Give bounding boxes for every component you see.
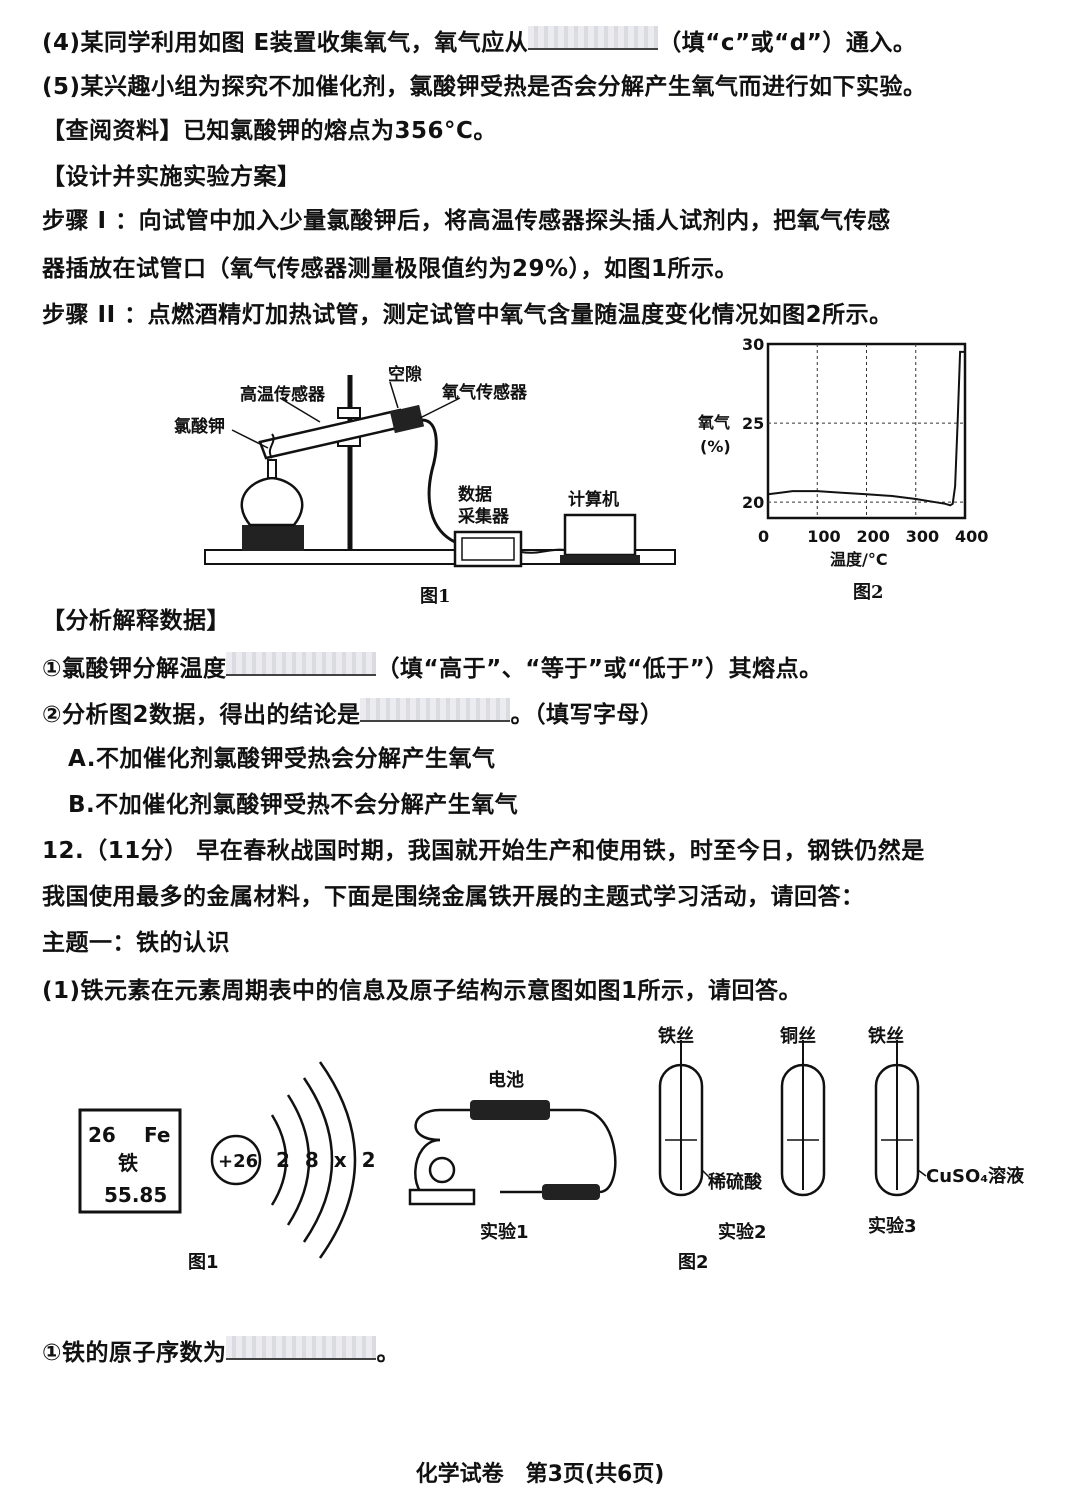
a1-blank[interactable] (226, 652, 377, 676)
fig1-bottom-caption: 图1 (188, 1252, 219, 1273)
atom-nucleus: +26 (218, 1151, 258, 1172)
x-axis-label: 温度/°C (829, 550, 888, 569)
x-tick-label: 400 (955, 527, 988, 546)
fig1-caption: 图1 (420, 586, 451, 607)
step2-line: 步骤 II ：点燃酒精灯加热试管，测定试管中氧气含量随温度变化情况如图2所示。 (42, 302, 893, 328)
element-mass: 55.85 (104, 1183, 167, 1207)
x-tick-label: 100 (807, 527, 840, 546)
step1-line1: 步骤 I ：向试管中加入少量氯酸钾后，将高温传感器探头插人试剂内，把氧气传感 (42, 208, 891, 234)
info-header: 【查阅资料】已知氯酸钾的熔点为356°C。 (42, 118, 497, 144)
q4-line: (4)某同学利用如图 E装置收集氧气，氧气应从（填“c”或“d”）通入。 (42, 26, 916, 58)
label-data-collector-1: 数据 (458, 484, 492, 505)
label-gap: 空隙 (388, 364, 422, 385)
battery-label: 电池 (488, 1069, 524, 1091)
label-kclo3: 氯酸钾 (174, 416, 225, 437)
x-tick-label: 0 (758, 527, 769, 546)
y-axis-label-2: (%) (700, 437, 731, 456)
element-symbol: Fe (144, 1123, 170, 1147)
exp3-caption: 实验3 (868, 1215, 917, 1237)
t1-q1-line: (1)铁元素在元素周期表中的信息及原子结构示意图如图1所示，请回答。 (42, 978, 803, 1004)
q5-line: (5)某兴趣小组为探究不加催化剂，氯酸钾受热是否会分解产生氧气而进行如下实验。 (42, 74, 927, 100)
final-answer-line: ①铁的原子序数为。 (42, 1336, 400, 1368)
exp1-caption: 实验1 (480, 1221, 529, 1243)
q12-line1: 12.（11分） 早在春秋战国时期，我国就开始生产和使用铁，时至今日，钢铁仍然是 (42, 838, 925, 864)
label-high-temp-sensor: 高温传感器 (240, 384, 326, 405)
wire2-label: 铜丝 (780, 1025, 816, 1047)
element-name: 铁 (118, 1151, 138, 1175)
oxygen-series-line (767, 350, 965, 507)
a1-line: ①氯酸钾分解温度（填“高于”、“等于”或“低于”）其熔点。 (42, 652, 823, 684)
y-tick-label: 30 (742, 335, 764, 354)
iron-figures: 26 Fe 铁 55.85 +26 2 8 x 2 电池 实验1 铁丝 铜丝 铁… (78, 1025, 1025, 1273)
y-axis-label-1: 氧气 (697, 413, 730, 432)
option-a: A.不加催化剂氯酸钾受热会分解产生氧气 (68, 746, 496, 772)
exp2-caption: 实验2 (718, 1221, 767, 1243)
label-oxygen-sensor: 氧气传感器 (441, 382, 528, 403)
wire1-label: 铁丝 (658, 1025, 694, 1047)
fig2-chart: 0 100 200 300 400 20 25 30 氧气 (%) 温度/°C (697, 335, 988, 569)
label-data-collector-2: 采集器 (457, 506, 510, 527)
topic1-line: 主题一：铁的认识 (42, 930, 230, 956)
cuso4-label: CuSO₄溶液 (926, 1165, 1025, 1187)
page-footer: 化学试卷 第3页(共6页) (415, 1462, 665, 1487)
element-number: 26 (88, 1123, 116, 1147)
acid-label: 稀硫酸 (708, 1171, 763, 1193)
option-b: B.不加催化剂氯酸钾受热不会分解产生氧气 (68, 792, 519, 818)
fig1-apparatus: 高温传感器 空隙 氧气传感器 氯酸钾 数据 采集器 计算机 (174, 364, 676, 568)
x-tick-label: 200 (857, 527, 890, 546)
fig2-bottom-caption: 图2 (678, 1252, 709, 1273)
step1-line2: 器插放在试管口（氧气传感器测量极限值约为29%），如图1所示。 (42, 256, 739, 282)
a2-line: ②分析图2数据，得出的结论是。（填写字母） (42, 698, 663, 730)
label-computer: 计算机 (568, 489, 619, 510)
x-tick-label: 300 (906, 527, 939, 546)
analysis-header: 【分析解释数据】 (42, 608, 230, 634)
design-header: 【设计并实施实验方案】 (42, 164, 301, 190)
atom-shells: 2 8 x 2 (276, 1148, 380, 1172)
y-tick-label: 25 (742, 414, 764, 433)
fig2-caption: 图2 (853, 582, 884, 603)
y-tick-label: 20 (742, 493, 764, 512)
q12-line2: 我国使用最多的金属材料，下面是围绕金属铁开展的主题式学习活动，请回答： (42, 884, 865, 910)
q4-blank[interactable] (528, 26, 659, 50)
final-blank[interactable] (226, 1336, 377, 1360)
a2-blank[interactable] (360, 698, 511, 722)
wire3-label: 铁丝 (868, 1025, 904, 1047)
